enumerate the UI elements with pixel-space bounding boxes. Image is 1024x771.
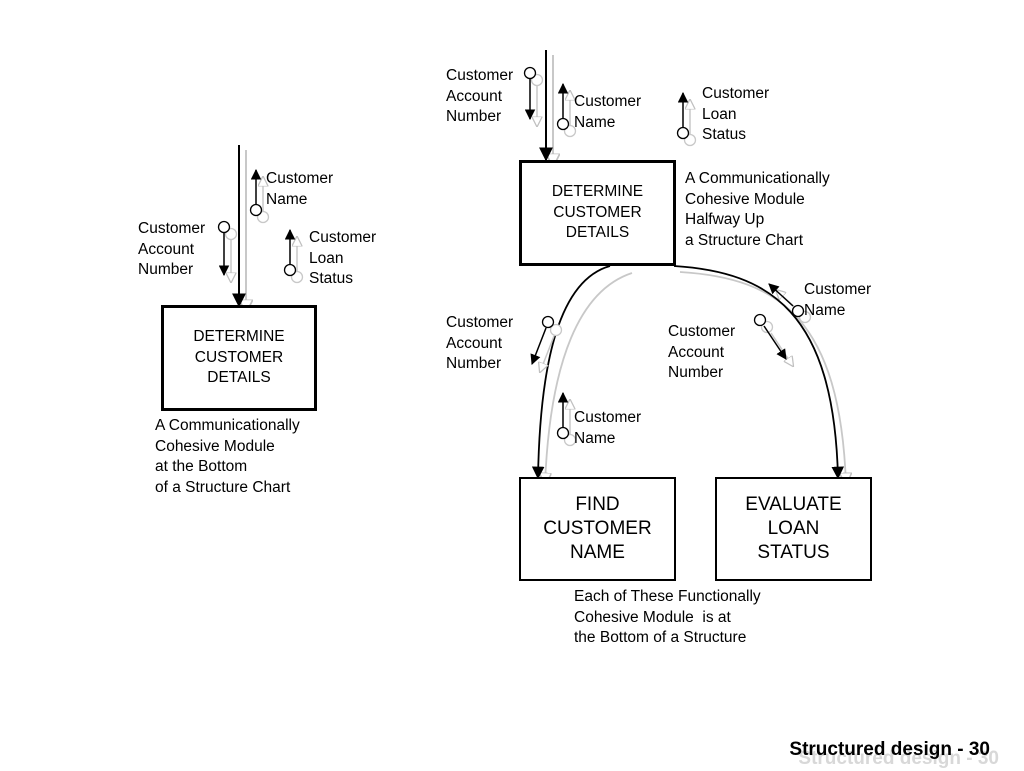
find-name-label: Customer Name — [574, 409, 642, 447]
evaluate-name-label: Customer Name — [804, 281, 872, 319]
left-loan-status-label: Customer Loan Status — [309, 229, 377, 287]
evaluate-loan-status-module: EVALUATE LOAN STATUS — [715, 477, 872, 581]
right-top-loan-status-label: Customer Loan Status — [702, 85, 770, 143]
find-account-number-couple — [530, 315, 563, 373]
find-name-couple — [556, 391, 577, 447]
find-account-number-label: Customer Account Number — [446, 314, 514, 372]
right-top-name-couple — [556, 82, 577, 138]
left-caption: A Communicationally Cohesive Module at t… — [155, 417, 300, 496]
left-account-number-label: Customer Account Number — [138, 220, 206, 278]
evaluate-account-number-label: Customer Account Number — [668, 323, 736, 381]
right-determine-customer-details-module: DETERMINE CUSTOMER DETAILS — [519, 160, 676, 266]
bottom-caption: Each of These Functionally Cohesive Modu… — [574, 588, 761, 646]
left-call-line — [232, 145, 246, 312]
call-arc-evaluate-loan-status — [673, 265, 846, 484]
right-top-loan-status-couple — [676, 91, 697, 147]
left-module-label: DETERMINE CUSTOMER DETAILS — [193, 328, 285, 387]
left-loan-status-couple — [283, 228, 304, 284]
right-top-account-number-label: Customer Account Number — [446, 67, 514, 125]
left-name-label: Customer Name — [266, 170, 334, 208]
evaluate-module-label: EVALUATE LOAN STATUS — [745, 494, 842, 563]
right-top-account-number-couple — [523, 66, 544, 127]
left-name-couple — [249, 168, 270, 224]
slide-footer: Structured design - 30 — [789, 739, 990, 760]
footer-shadow-text: Structured design - 30 — [798, 748, 999, 769]
right-top-call-line — [539, 50, 553, 166]
left-determine-customer-details-module: DETERMINE CUSTOMER DETAILS — [161, 305, 317, 411]
right-top-name-label: Customer Name — [574, 93, 642, 131]
call-arc-find-customer-name — [531, 265, 633, 484]
right-top-caption: A Communicationally Cohesive Module Half… — [685, 170, 830, 249]
find-customer-name-module: FIND CUSTOMER NAME — [519, 477, 676, 581]
find-module-label: FIND CUSTOMER NAME — [543, 494, 652, 563]
left-account-number-couple — [217, 220, 238, 283]
evaluate-account-number-couple — [753, 313, 794, 367]
evaluate-name-couple — [768, 283, 812, 324]
right-top-module-label: DETERMINE CUSTOMER DETAILS — [551, 183, 644, 242]
